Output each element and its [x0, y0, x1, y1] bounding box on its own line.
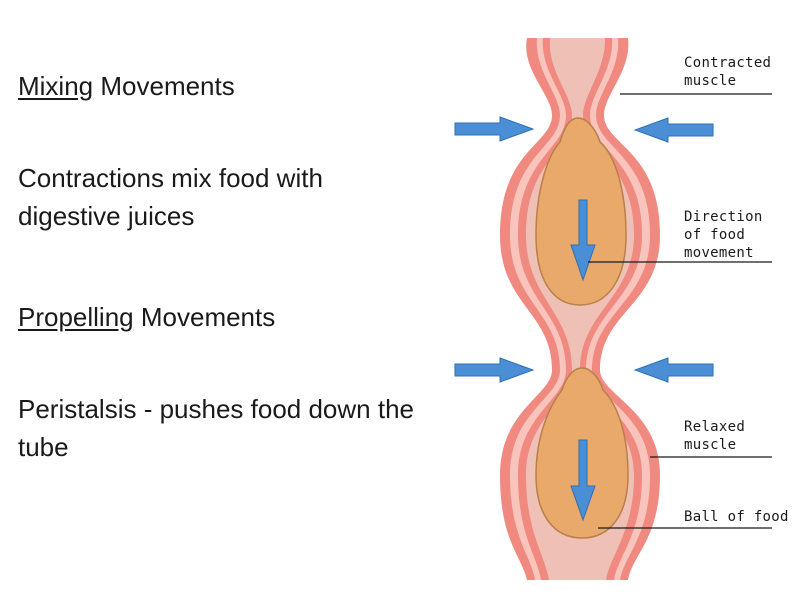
mixing-description: Contractions mix food with digestive jui… [18, 163, 323, 231]
propelling-description: Peristalsis - pushes food down the tube [18, 394, 414, 462]
mixing-keyword: Mixing [18, 71, 94, 101]
label-direction-l2: of food [684, 227, 745, 243]
squeeze-arrow-right-lower [633, 357, 714, 383]
label-relaxed-muscle-l2: muscle [684, 437, 736, 453]
label-direction-l1: Direction [684, 209, 763, 225]
label-ball-of-food: Ball of food [684, 509, 789, 525]
label-relaxed-muscle-l1: Relaxed [684, 419, 745, 435]
mixing-heading-rest: Movements [93, 71, 235, 101]
label-contracted-muscle-l1: Contracted [684, 55, 771, 71]
squeeze-arrow-right-upper [633, 117, 714, 143]
label-contracted-muscle-l2: muscle [684, 73, 736, 89]
propelling-heading-rest: Movements [133, 302, 276, 332]
squeeze-arrow-left-upper [454, 116, 535, 142]
squeeze-arrow-left-lower [454, 357, 535, 383]
label-direction-l3: movement [684, 245, 754, 261]
food-direction-arrow-lower [570, 439, 596, 522]
propelling-movements-heading: Propelling Movements [18, 298, 275, 336]
propelling-keyword: Propelling [18, 302, 134, 332]
mixing-movements-heading: Mixing Movements [18, 67, 235, 105]
